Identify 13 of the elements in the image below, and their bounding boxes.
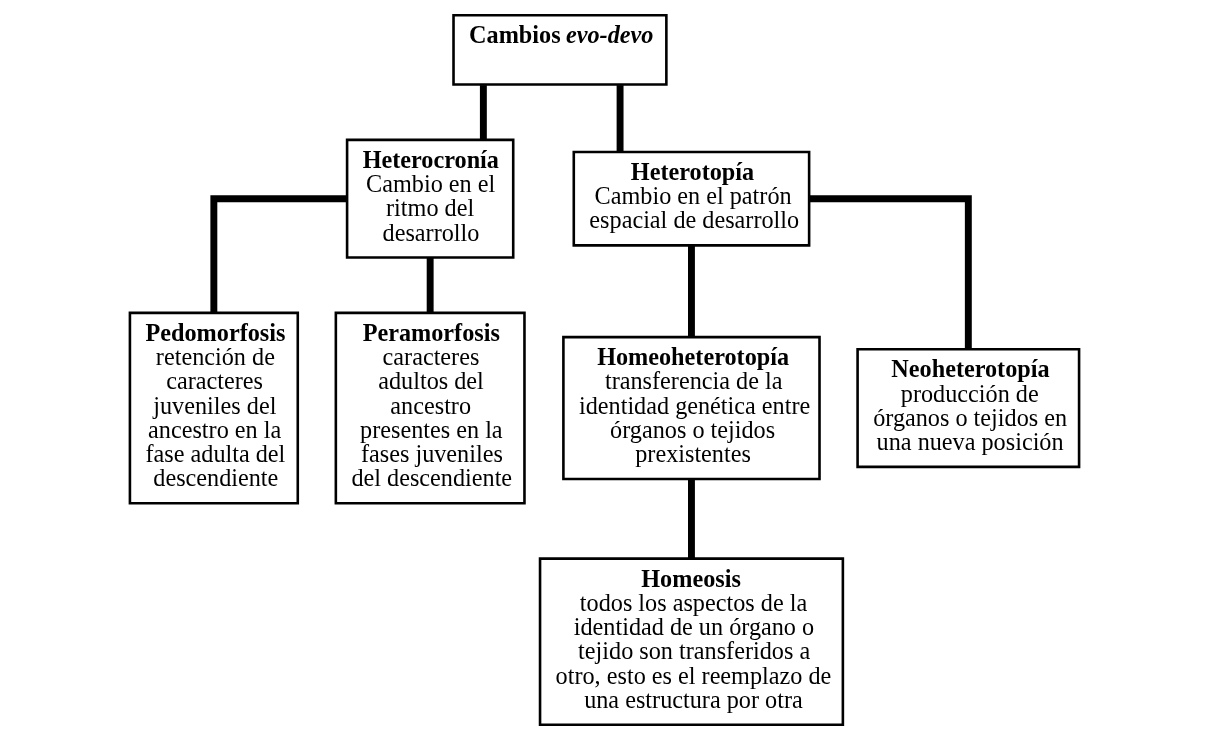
node-box: Heterocronía Cambio en el ritmo del desarrollo	[345, 138, 514, 259]
connector	[687, 245, 695, 337]
node-box: Heterotopía Cambio en el patrón espacial de desarrollo	[572, 150, 810, 247]
node-box: Homeosis todos los aspectos de la identidad de un órgano o tejido son transferidos a otro, esto es el reemplazo de una estructura por otra	[538, 557, 844, 727]
connector	[426, 257, 434, 313]
connector	[687, 479, 695, 559]
node-box: Peramorfosis caracteres adultos del ancestro presentes en la fases juveniles del descendiente	[334, 311, 526, 505]
connector	[809, 195, 972, 350]
node-box: Pedomorfosis retención de caracteres juveniles del ancestro en la fase adulta del descendiente	[128, 311, 299, 505]
connector	[209, 195, 346, 313]
node-box: Homeoheterotopía transferencia de la identidad genética entre órganos o tejidos prexistentes	[561, 335, 821, 481]
node-box: Neoheterotopía producción de órganos o tejidos en una nueva posición	[855, 347, 1080, 469]
node-box: Cambios evo-devo	[451, 13, 668, 86]
